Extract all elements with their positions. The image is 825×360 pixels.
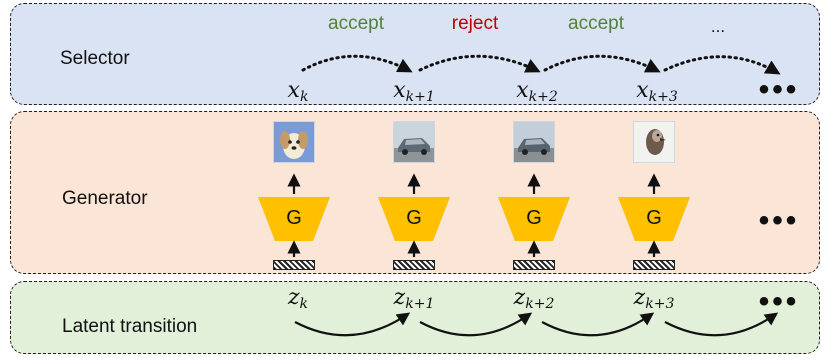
generated-image-ostrich xyxy=(633,121,675,163)
generated-image-car xyxy=(393,121,435,163)
generator-block: G xyxy=(378,197,450,241)
noise-input xyxy=(273,260,315,270)
latent-transition-label: Latent transition xyxy=(62,316,198,337)
noise-input xyxy=(633,260,675,270)
generated-image-car xyxy=(513,121,555,163)
generator-block: G xyxy=(498,197,570,241)
x-variable-1: xk xyxy=(287,78,309,105)
latent-transition-arc xyxy=(664,312,779,337)
x-variable-3: xk+2 xyxy=(516,78,558,105)
generator-ellipsis: ••• xyxy=(758,204,800,237)
z-variable-2: zk+1 xyxy=(393,285,435,312)
x-ellipsis: ••• xyxy=(758,73,800,106)
selector-label: Selector xyxy=(60,48,130,69)
selector-arc xyxy=(418,54,541,73)
selector-panel xyxy=(10,3,820,105)
action-label-3: accept xyxy=(568,13,624,34)
x-variable-4: xk+3 xyxy=(636,78,678,105)
z-ellipsis: ••• xyxy=(758,285,800,318)
action-label-1: accept xyxy=(328,13,384,34)
noise-input xyxy=(513,260,555,270)
generator-block: G xyxy=(618,197,690,241)
selector-arc xyxy=(663,55,781,75)
generated-image-puppy xyxy=(273,121,315,163)
latent-transition-arc xyxy=(294,312,411,337)
selector-arc xyxy=(301,54,413,73)
generator-label: Generator xyxy=(62,188,148,209)
action-label-4: ... xyxy=(710,17,726,36)
z-variable-4: zk+3 xyxy=(633,285,675,312)
generator-block: G xyxy=(258,197,330,241)
noise-input xyxy=(393,260,435,270)
x-variable-2: xk+1 xyxy=(393,78,435,105)
latent-transition-panel xyxy=(10,281,820,354)
z-variable-1: zk xyxy=(287,285,309,312)
latent-transition-arc xyxy=(419,312,533,337)
action-label-2: reject xyxy=(451,13,499,34)
z-variable-3: zk+2 xyxy=(513,285,555,312)
latent-transition-arc xyxy=(541,312,655,337)
selector-arc xyxy=(543,54,661,73)
